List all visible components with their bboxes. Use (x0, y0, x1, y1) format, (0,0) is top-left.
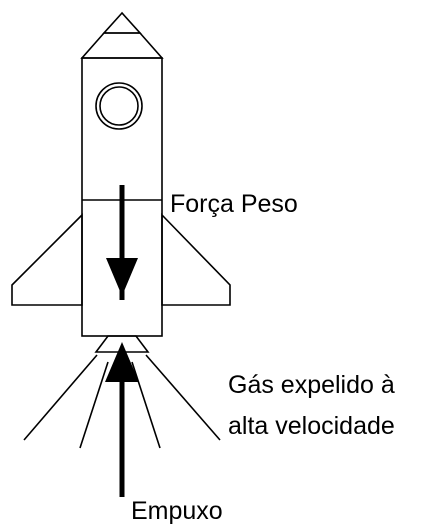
thrust-label: Empuxo (131, 497, 223, 525)
thrust-arrow (105, 342, 139, 497)
gas-label-line1: Gás expelido à (228, 371, 395, 399)
right-fin (161, 213, 231, 306)
weight-force-label: Força Peso (170, 190, 298, 218)
weight-force-arrow (106, 185, 138, 300)
porthole-window (95, 82, 143, 130)
exhaust-gas-lines (23, 354, 221, 449)
left-fin (11, 213, 83, 306)
nose-cone (80, 11, 164, 59)
gas-label-line2: alta velocidade (228, 412, 395, 440)
nozzle (94, 335, 150, 353)
